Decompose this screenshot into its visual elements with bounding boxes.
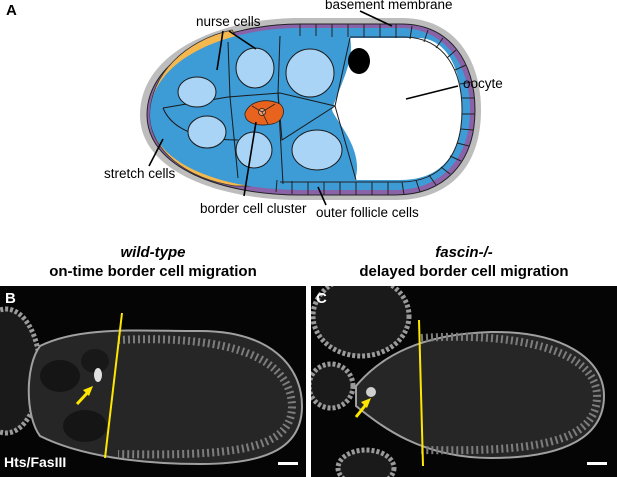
border-cell-spot: [94, 368, 102, 382]
label-stretch-cells: stretch cells: [104, 166, 176, 181]
label-oocyte: oocyte: [463, 76, 503, 91]
scale-bar: [278, 462, 298, 465]
label-nurse-cells: nurse cells: [196, 14, 261, 29]
oocyte: [332, 38, 462, 180]
caption-wild-type: wild-type on-time border cell migration: [0, 243, 306, 281]
scale-bar: [587, 462, 607, 465]
label-border-cell-cluster: border cell cluster: [200, 201, 307, 216]
label-basement-membrane: basement membrane: [325, 0, 453, 12]
caption-fascin-title: fascin-/-: [435, 244, 493, 261]
caption-wild-type-subtitle: on-time border cell migration: [49, 263, 257, 280]
caption-fascin-subtitle: delayed border cell migration: [359, 263, 569, 280]
egg-chamber-diagram: [140, 10, 481, 206]
marker-line-wild-type: [104, 312, 123, 459]
panel-a-letter: A: [6, 2, 17, 19]
marker-line-fascin: [418, 319, 424, 467]
arrow-icon: [75, 386, 93, 406]
label-outer-follicle-cells: outer follicle cells: [316, 205, 419, 220]
panel-b-letter: B: [5, 290, 16, 307]
arrow-icon: [354, 398, 371, 418]
micrograph-wild-type: [0, 286, 306, 477]
micrograph-fascin: [311, 286, 617, 477]
nurse-cell-nuclei: [177, 47, 343, 171]
border-cell-cluster-shape: [244, 100, 284, 126]
caption-wild-type-title: wild-type: [120, 244, 186, 261]
follicle-cell-ticks: [275, 24, 475, 196]
leader-lines: [148, 10, 459, 206]
panel-c-letter: C: [316, 290, 327, 307]
stain-label: Hts/FasIII: [4, 454, 67, 470]
oocyte-nucleus: [348, 48, 370, 74]
caption-fascin: fascin-/- delayed border cell migration: [311, 243, 617, 281]
border-cell-spot: [366, 387, 376, 397]
